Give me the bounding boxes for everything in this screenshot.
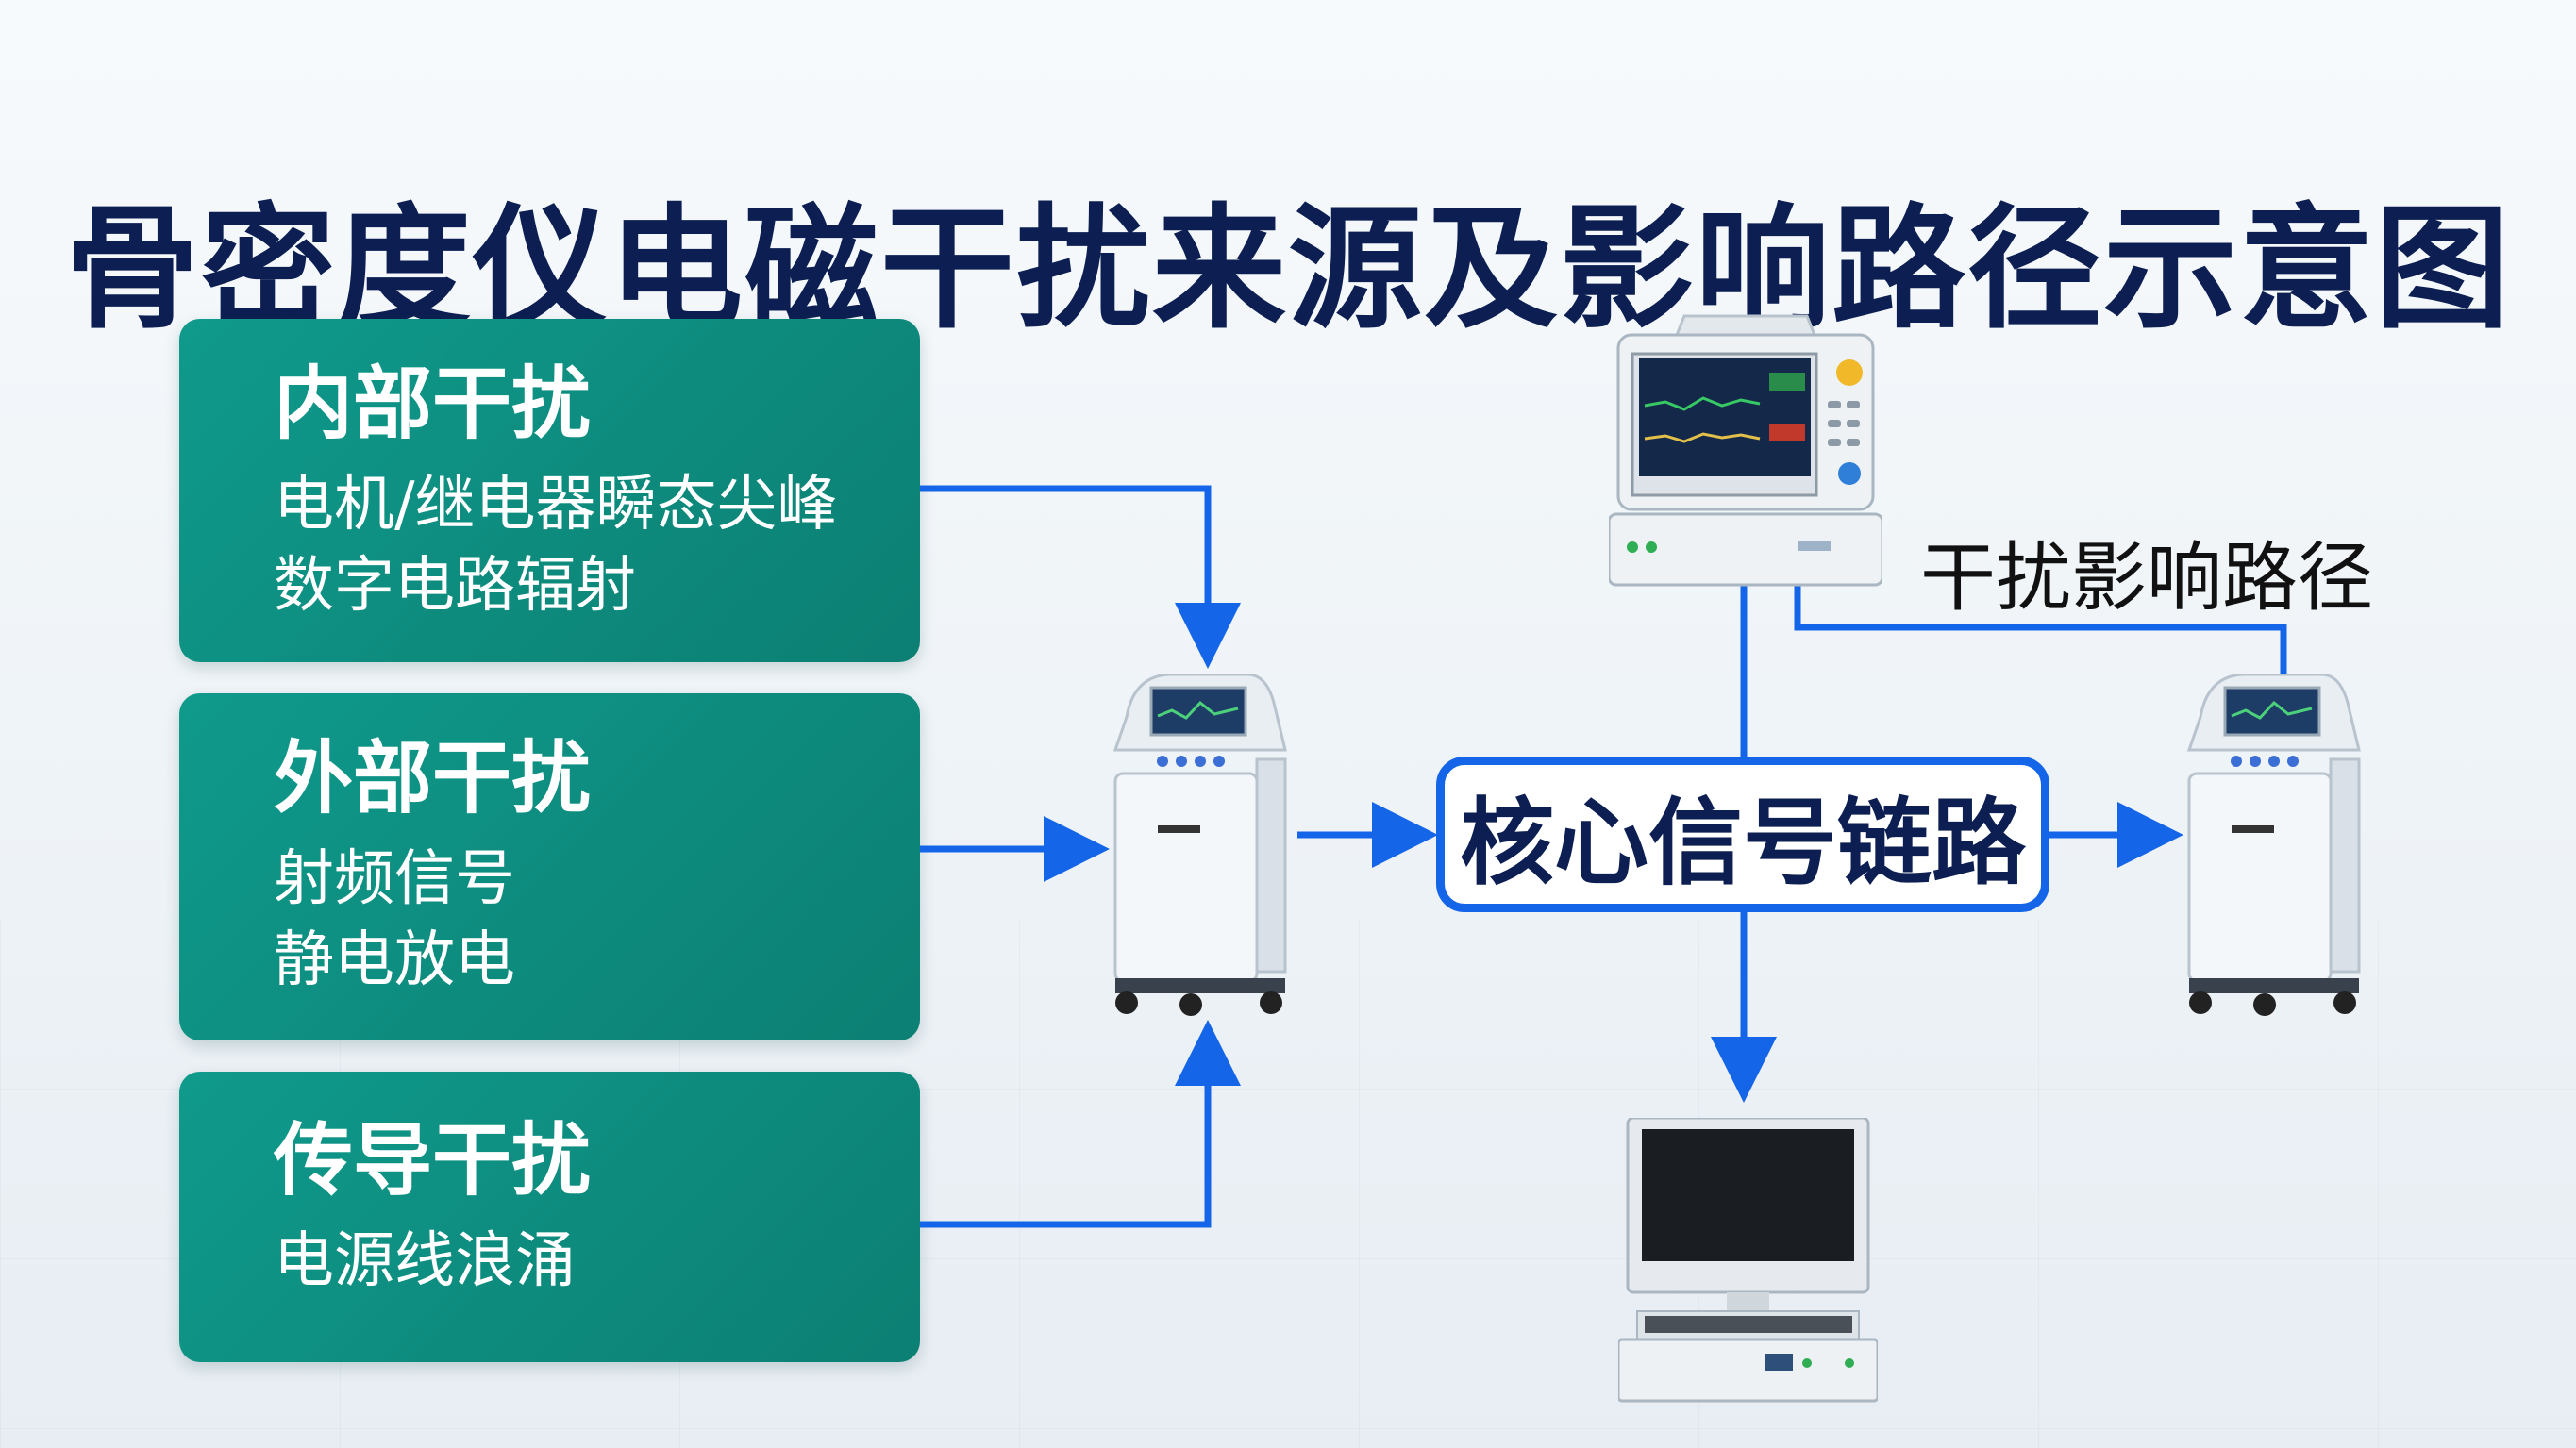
- panel-item: 静电放电: [274, 925, 515, 996]
- panel-item: 射频信号: [274, 844, 515, 914]
- panel-item: 电源线浪涌: [274, 1226, 576, 1296]
- panel-heading: 外部干扰: [274, 732, 592, 824]
- source-panel-conducted: 传导干扰 电源线浪涌: [179, 1072, 920, 1362]
- panel-item: 数字电路辐射: [274, 551, 636, 622]
- page-title: 骨密度仪电磁干扰来源及影响路径示意图: [65, 191, 2511, 348]
- workstation-computer-icon: [1618, 1118, 1878, 1403]
- right-densitometer-icon: [2186, 674, 2361, 1016]
- panel-item: 电机/继电器瞬态尖峰: [274, 470, 838, 540]
- panel-heading: 传导干扰: [274, 1114, 592, 1207]
- arrow-conducted: [920, 1020, 1241, 1228]
- interference-path-label: 干扰影响路径: [1920, 534, 2373, 622]
- source-panel-external: 外部干扰 射频信号 静电放电: [179, 693, 920, 1040]
- core-signal-chain-box: 核心信号链路: [1436, 757, 2049, 912]
- source-panel-internal: 内部干扰 电机/继电器瞬态尖峰 数字电路辐射: [179, 319, 920, 662]
- monitor-unit-icon: [1609, 314, 1882, 587]
- panel-heading: 内部干扰: [274, 358, 592, 450]
- line-monitor-right: [1794, 571, 2287, 674]
- arrow-internal: [920, 485, 1241, 669]
- left-densitometer-icon: [1112, 674, 1287, 1016]
